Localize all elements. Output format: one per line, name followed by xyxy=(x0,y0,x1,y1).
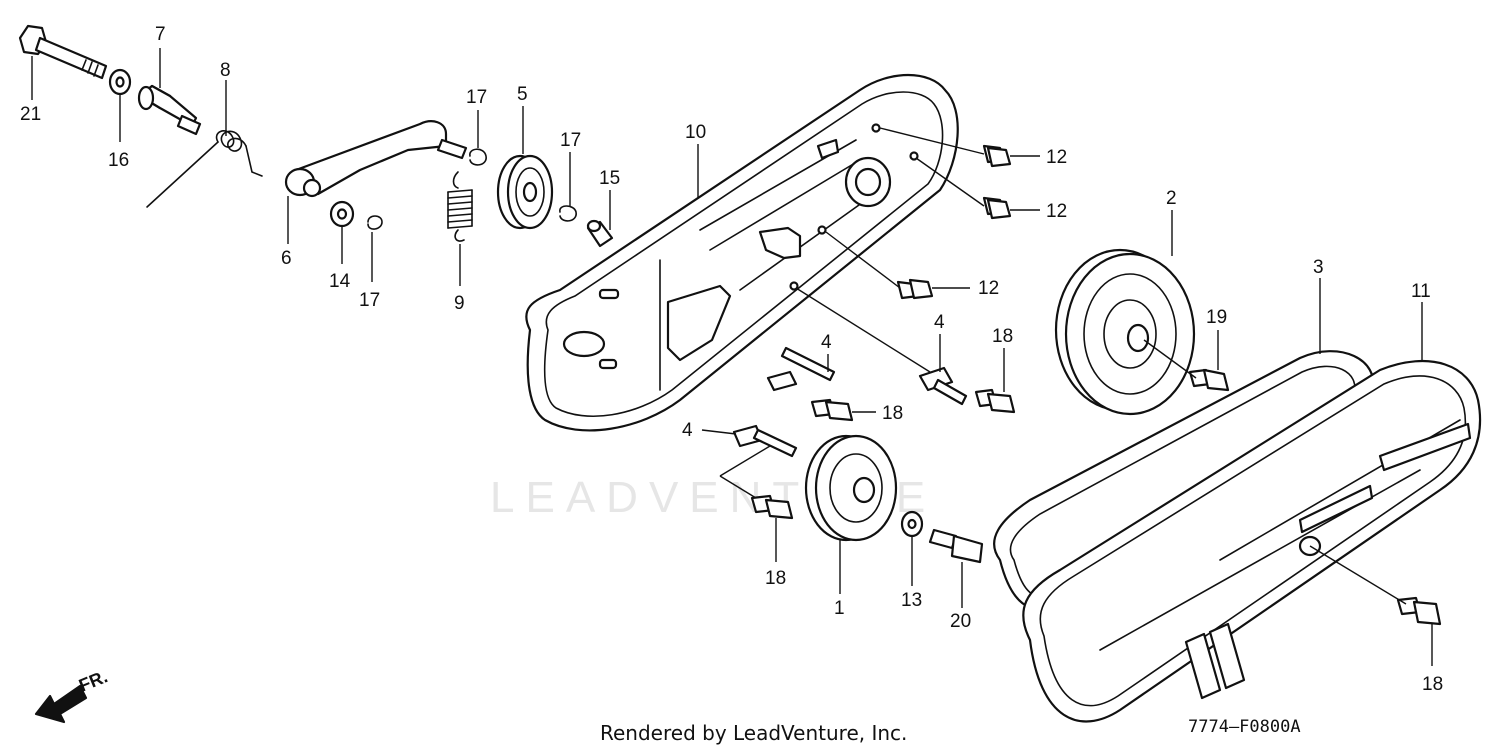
part-15-bushing[interactable] xyxy=(586,219,614,248)
part-2-large-pulley[interactable] xyxy=(1054,248,1196,416)
part-17-clip-arm[interactable] xyxy=(469,148,487,166)
callout-4-upper[interactable]: 4 xyxy=(821,332,832,353)
callout-9[interactable]: 9 xyxy=(454,293,465,314)
leader-lines xyxy=(31,48,1433,666)
callout-1[interactable]: 1 xyxy=(834,598,845,619)
callout-10[interactable]: 10 xyxy=(685,122,706,143)
part-21-bolt[interactable] xyxy=(18,24,108,80)
part-5-idler-pulley[interactable] xyxy=(496,154,554,230)
callout-12-middle[interactable]: 12 xyxy=(1046,201,1067,222)
part-17-clip-left[interactable] xyxy=(367,215,383,230)
callout-5[interactable]: 5 xyxy=(517,84,528,105)
callout-11[interactable]: 11 xyxy=(1411,281,1431,302)
part-4-bracket-right[interactable] xyxy=(918,366,968,406)
part-7-collar[interactable] xyxy=(137,84,202,136)
part-1-pulley[interactable] xyxy=(804,434,898,542)
part-9-extension-spring[interactable] xyxy=(447,171,473,242)
callout-4-right[interactable]: 4 xyxy=(934,312,945,333)
part-12-bolt-top[interactable] xyxy=(982,144,1012,168)
callout-21[interactable]: 21 xyxy=(20,104,41,125)
callout-15[interactable]: 15 xyxy=(599,168,620,189)
callout-17-pulley[interactable]: 17 xyxy=(560,130,581,151)
part-6-tensioner-arm[interactable] xyxy=(284,120,468,198)
callout-13[interactable]: 13 xyxy=(901,590,922,611)
footer-credit: Rendered by LeadVenture, Inc. xyxy=(600,721,907,745)
callout-19[interactable]: 19 xyxy=(1206,307,1227,328)
callout-3[interactable]: 3 xyxy=(1313,257,1324,278)
part-13-washer[interactable] xyxy=(900,510,924,538)
callout-12-lower[interactable]: 12 xyxy=(978,278,999,299)
part-17-clip-pulley[interactable] xyxy=(559,205,577,222)
part-18-bolt-c[interactable] xyxy=(750,494,794,520)
part-18-bolt-d[interactable] xyxy=(1396,596,1442,626)
part-18-bolt-b[interactable] xyxy=(974,388,1016,414)
callout-labels: 21 7 16 8 6 14 17 9 17 5 17 15 10 12 12 … xyxy=(20,24,1443,695)
callout-17-left[interactable]: 17 xyxy=(359,290,380,311)
part-4-bracket-lower[interactable] xyxy=(732,424,798,458)
callout-16[interactable]: 16 xyxy=(108,150,129,171)
part-20-bolt[interactable] xyxy=(928,528,984,564)
diagram-code: 7774—F0800A xyxy=(1188,717,1301,737)
callout-18-d[interactable]: 18 xyxy=(1422,674,1443,695)
callout-8[interactable]: 8 xyxy=(220,60,231,81)
callout-12-top[interactable]: 12 xyxy=(1046,147,1067,168)
callout-4-lower[interactable]: 4 xyxy=(682,420,693,441)
callout-18-b[interactable]: 18 xyxy=(992,326,1013,347)
part-14-washer[interactable] xyxy=(329,200,355,228)
part-12-bolt-lower[interactable] xyxy=(896,278,934,300)
part-18-bolt-a[interactable] xyxy=(810,398,854,422)
part-12-bolt-middle[interactable] xyxy=(982,196,1012,220)
callout-14[interactable]: 14 xyxy=(329,271,351,292)
direction-label: FR. xyxy=(76,666,110,695)
callout-7[interactable]: 7 xyxy=(155,24,166,45)
part-10-inner-belt-cover[interactable] xyxy=(525,74,959,432)
part-19-bolt[interactable] xyxy=(1188,368,1230,392)
callout-2[interactable]: 2 xyxy=(1166,188,1177,209)
callout-18-c[interactable]: 18 xyxy=(765,568,786,589)
callout-6[interactable]: 6 xyxy=(281,248,292,269)
callout-17-arm[interactable]: 17 xyxy=(466,87,487,108)
part-16-washer[interactable] xyxy=(108,68,132,96)
front-direction-arrow-icon: FR. xyxy=(34,666,110,724)
part-11-outer-belt-cover[interactable] xyxy=(1022,360,1482,723)
part-4-bracket-upper[interactable] xyxy=(766,346,836,392)
callout-20[interactable]: 20 xyxy=(950,611,971,632)
callout-18-a[interactable]: 18 xyxy=(882,403,903,424)
part-8-spring[interactable] xyxy=(146,130,263,208)
